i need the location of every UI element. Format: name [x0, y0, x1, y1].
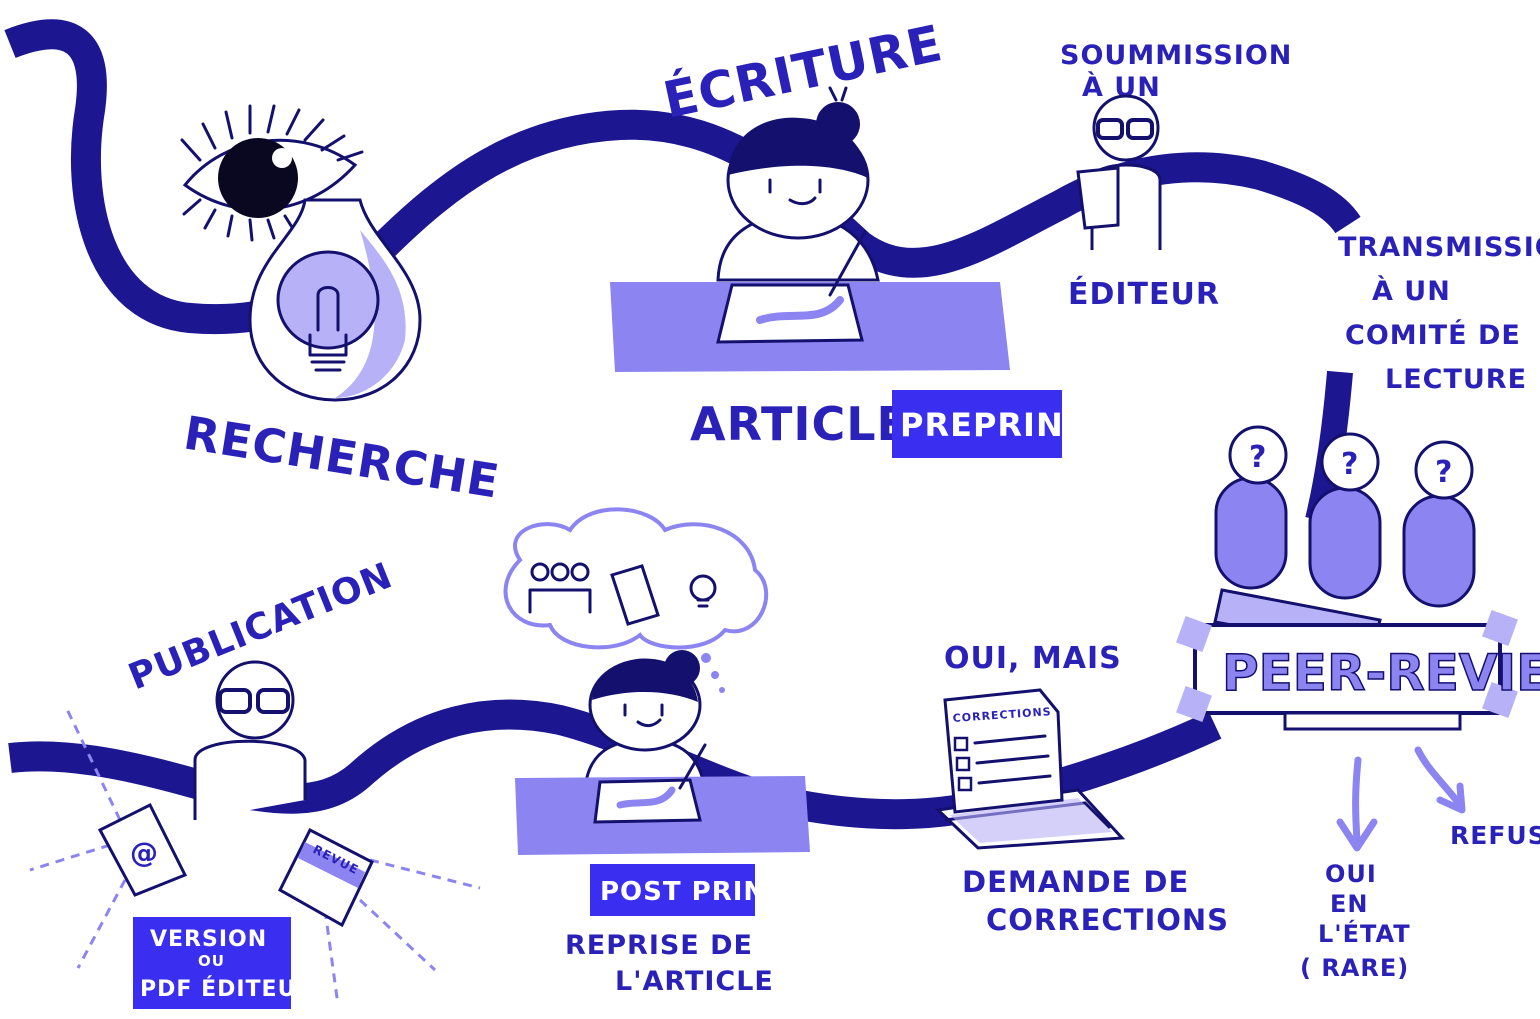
question-mark-icon: ?: [1249, 440, 1267, 475]
post-print-badge: POST PRINT: [590, 864, 785, 916]
oui-label-line1: OUI: [1325, 860, 1377, 888]
oui-label-line4: ( RARE): [1300, 954, 1409, 982]
recherche-label: RECHERCHE: [180, 406, 503, 509]
transmission-label-line4: LECTURE: [1385, 364, 1527, 395]
pdf-document-icon: @: [97, 802, 188, 897]
dashed-arrows: [29, 704, 481, 1006]
preprint-badge: PREPRINT: [892, 390, 1087, 458]
svg-text:PEER-REVIEW: PEER-REVIEW: [1222, 644, 1540, 702]
editeur-label: ÉDITEUR: [1068, 276, 1220, 312]
at-sign-icon: @: [130, 836, 159, 869]
peer-review-sign: PEER-REVIEW: [1176, 588, 1540, 731]
lightbulb-icon: [248, 198, 422, 402]
demande-label-line1: DEMANDE DE: [962, 865, 1189, 899]
oui-mais-label: OUI, MAIS: [944, 641, 1122, 676]
corrections-document-icon: CORRECTIONS: [934, 688, 1126, 850]
author-character: [193, 660, 307, 820]
soumission-label-line1: SOUMMISSION: [1060, 40, 1292, 71]
oui-label-line2: EN: [1330, 890, 1368, 918]
transmission-label-line3: COMITÉ DE: [1345, 319, 1521, 351]
eye-icon: [180, 104, 364, 242]
svg-text:PREPRINT: PREPRINT: [900, 406, 1087, 444]
version-badge: VERSION OU PDF ÉDITEUR: [133, 917, 314, 1009]
svg-text:RECHERCHE: RECHERCHE: [180, 406, 503, 509]
reviewer-2: ?: [1308, 432, 1382, 600]
demande-label-line2: CORRECTIONS: [986, 903, 1229, 937]
question-mark-icon: ?: [1435, 455, 1453, 490]
ecriture-label: ÉCRITURE: [658, 13, 947, 130]
question-mark-icon: ?: [1341, 447, 1359, 482]
desk-preprint: [610, 230, 1010, 372]
svg-text:OU: OU: [198, 952, 225, 970]
reviewer-1: ?: [1214, 425, 1288, 590]
svg-text:VERSION: VERSION: [150, 927, 267, 952]
writer-character: [716, 86, 880, 282]
article-label: ARTICLE: [690, 397, 909, 451]
transmission-label-line1: TRANSMISSION: [1338, 232, 1540, 263]
reviewer-3: ?: [1402, 440, 1476, 608]
reprise-label-line2: L'ARTICLE: [615, 966, 774, 997]
transmission-label-line2: À UN: [1372, 275, 1451, 307]
svg-text:PDF ÉDITEUR: PDF ÉDITEUR: [140, 976, 314, 1002]
arrow-refus: [1414, 746, 1466, 814]
writer-character-2: [583, 650, 707, 792]
arrow-oui-en-letat: [1336, 756, 1378, 852]
oui-label-line3: L'ÉTAT: [1318, 919, 1411, 948]
refus-label: REFUS: [1450, 821, 1540, 850]
journal-revue-icon: REVUE: [278, 827, 374, 928]
reprise-label-line1: REPRISE DE: [565, 930, 753, 961]
svg-text:POST PRINT: POST PRINT: [600, 877, 785, 907]
editor-character: [1076, 94, 1162, 250]
thought-bubble: [503, 507, 769, 693]
desk-postprint: [515, 743, 810, 855]
